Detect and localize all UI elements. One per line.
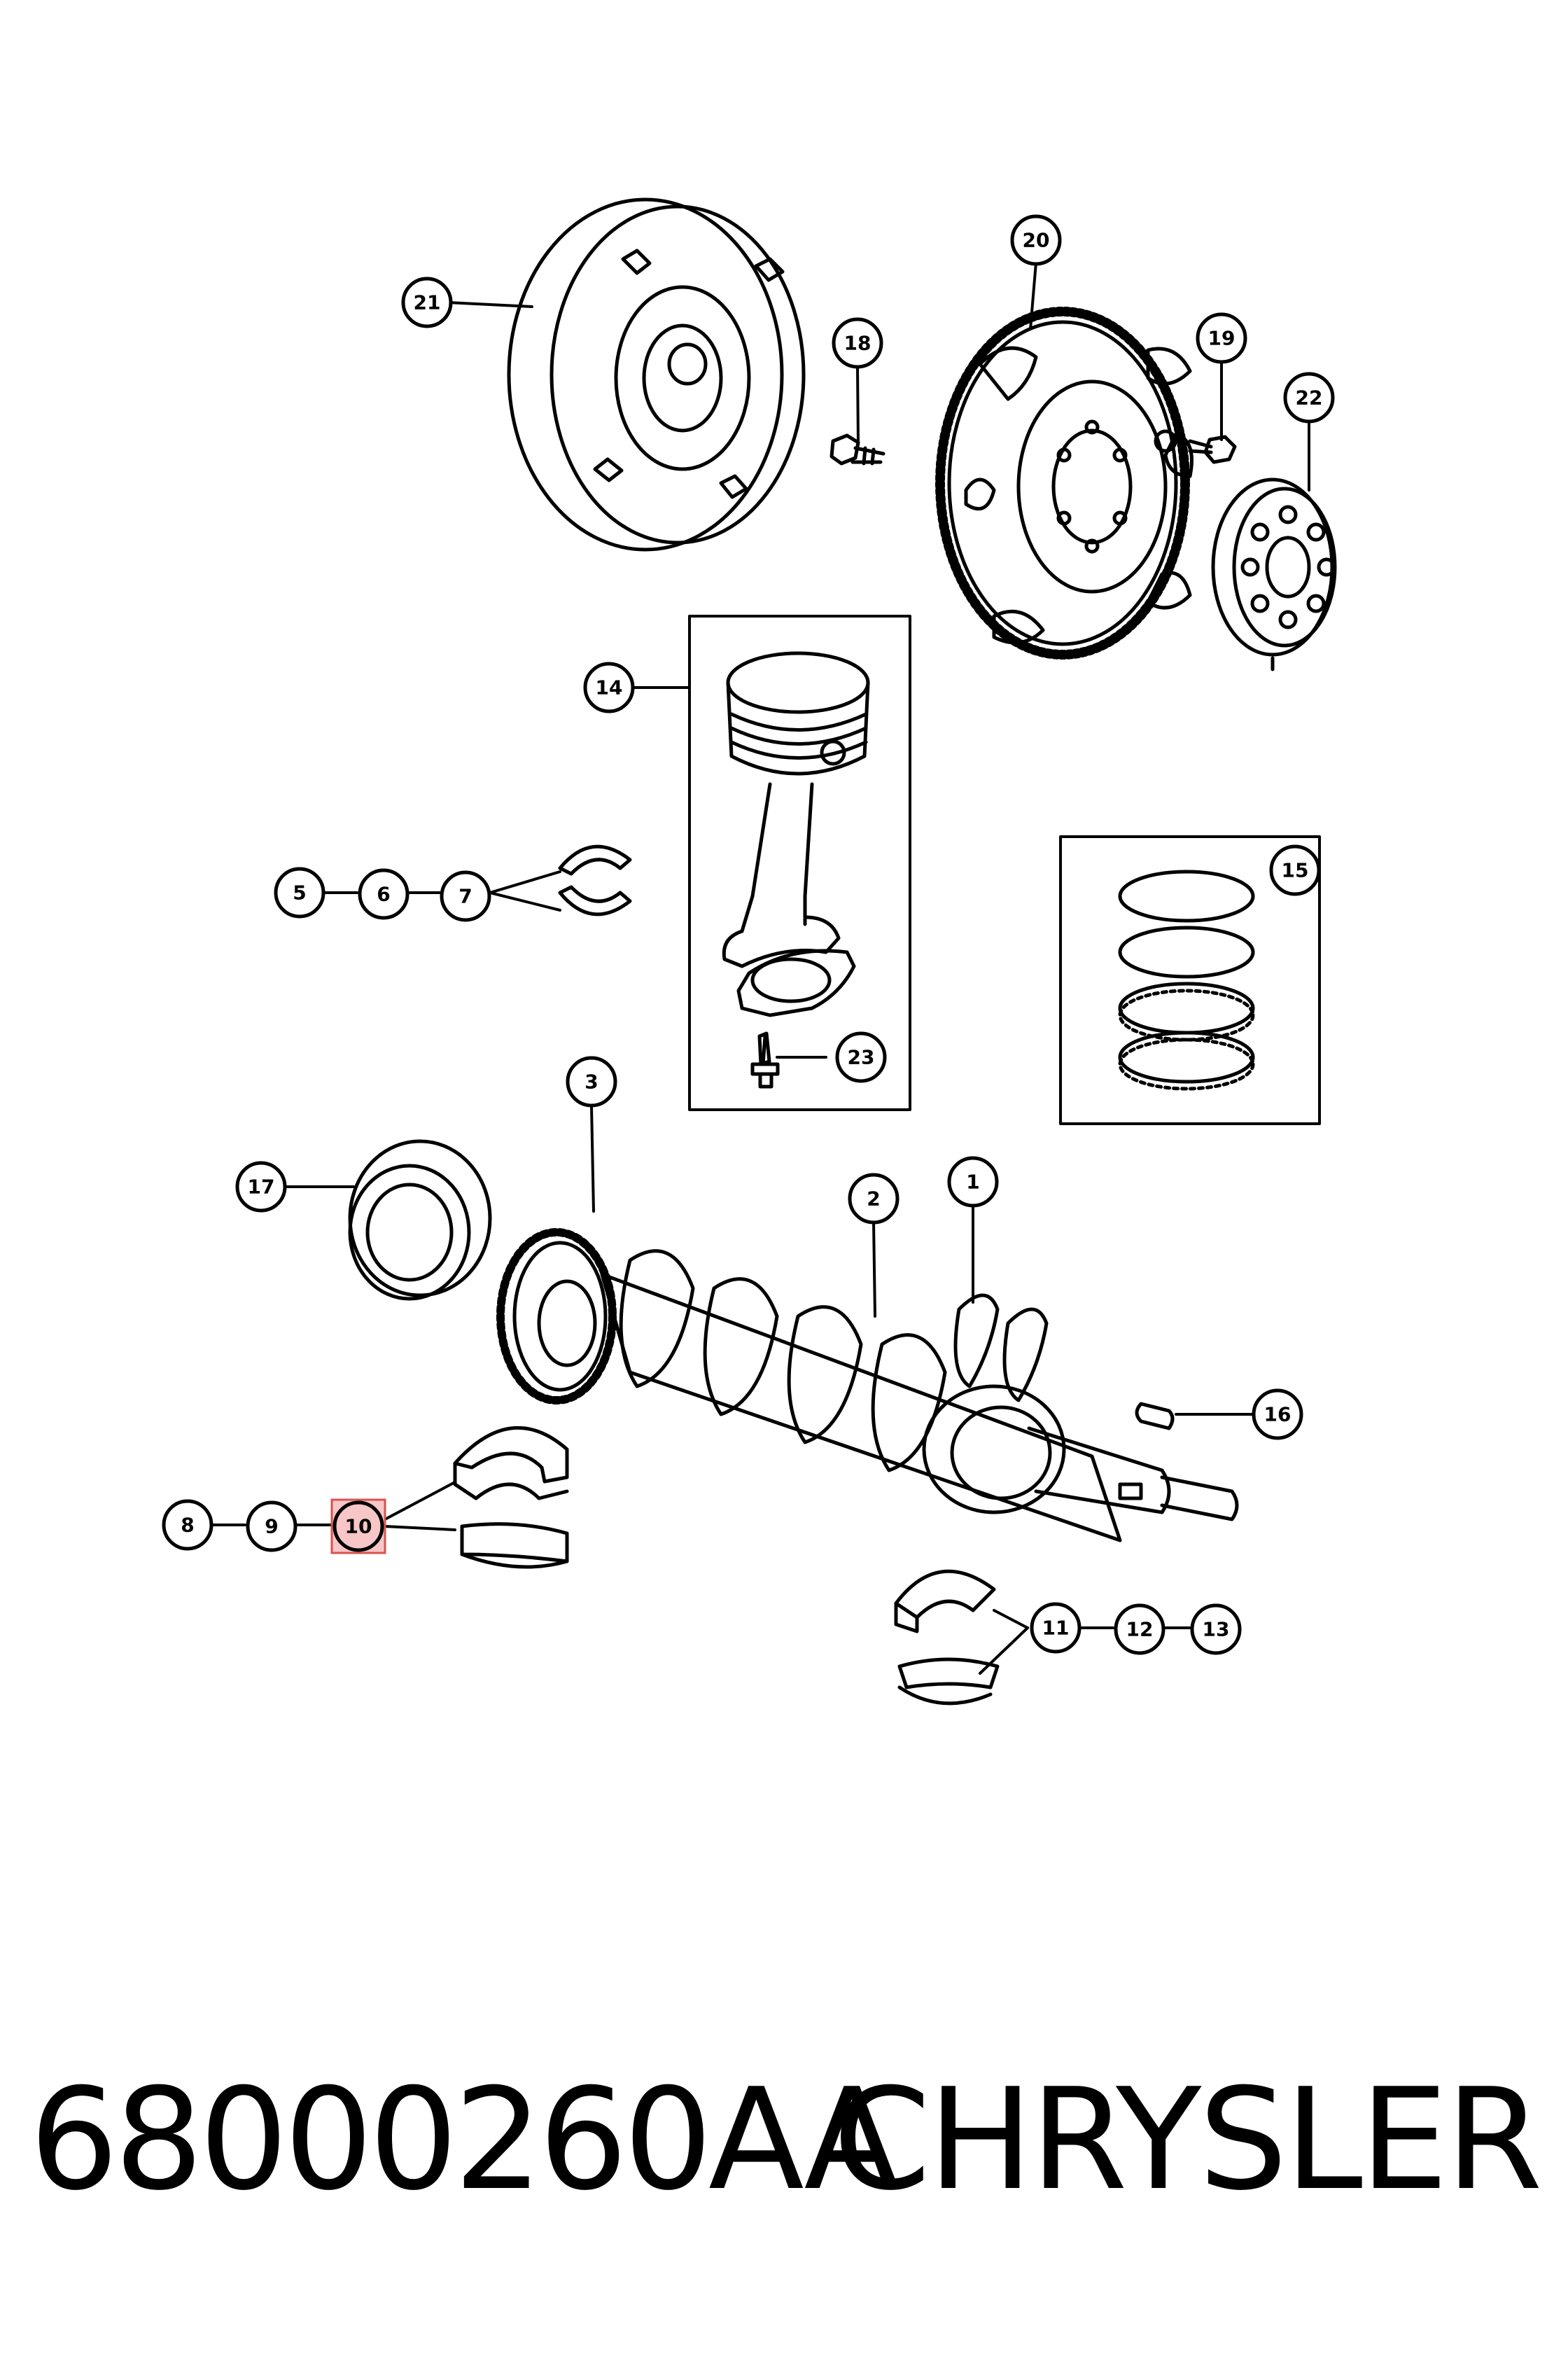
callout-15-label: 15 [1282, 859, 1309, 882]
rod-bearing-shells [558, 844, 632, 916]
brand-name: CHRYSLER [832, 2058, 1543, 2222]
callout-12-label: 12 [1126, 1618, 1154, 1641]
crankshaft [496, 1228, 1239, 1542]
main-bearing-shells [453, 1426, 569, 1569]
spacer-plate [1211, 478, 1337, 671]
leader-lines [207, 261, 1310, 1675]
callout-22[interactable]: 22 [1283, 372, 1335, 424]
callout-1[interactable]: 1 [947, 1156, 999, 1208]
callout-8[interactable]: 8 [162, 1499, 214, 1551]
rear-main-seal [348, 1139, 492, 1301]
callout-21[interactable]: 21 [401, 277, 453, 328]
flexplate [935, 307, 1194, 660]
torque-converter [507, 197, 806, 552]
callout-6-label: 6 [377, 883, 390, 906]
piston-rings [1059, 835, 1321, 1125]
callout-11[interactable]: 11 [1030, 1602, 1082, 1654]
callout-23-label: 23 [848, 1046, 875, 1069]
crank-key [1135, 1402, 1175, 1430]
callout-6[interactable]: 6 [358, 868, 410, 920]
part-number: 68000260AA [29, 2058, 899, 2222]
callout-18-label: 18 [844, 332, 872, 355]
callout-17[interactable]: 17 [235, 1161, 287, 1213]
callout-11-label: 11 [1042, 1617, 1070, 1640]
callout-18[interactable]: 18 [832, 317, 883, 369]
callout-7[interactable]: 7 [440, 870, 491, 922]
callout-2-label: 2 [867, 1187, 880, 1211]
callout-14-label: 14 [596, 676, 623, 699]
callout-23[interactable]: 23 [835, 1031, 887, 1083]
callout-10-highlighted[interactable]: 10 [330, 1498, 386, 1554]
callout-17-label: 17 [248, 1176, 275, 1199]
callout-3[interactable]: 3 [566, 1056, 617, 1108]
callout-19-label: 19 [1208, 327, 1236, 350]
callout-19[interactable]: 19 [1196, 312, 1247, 364]
callout-22-label: 22 [1296, 386, 1323, 410]
callout-20[interactable]: 20 [1010, 214, 1062, 266]
footer-caption: 68000260AA CHRYSLER [0, 2058, 1568, 2240]
callout-12[interactable]: 12 [1114, 1603, 1166, 1655]
callout-1-label: 1 [966, 1171, 979, 1194]
thrust-bearing-shells [894, 1569, 1000, 1706]
bolt-19 [1188, 435, 1237, 464]
callout-16[interactable]: 16 [1252, 1388, 1303, 1440]
callout-10-label: 10 [345, 1515, 372, 1538]
piston-assembly [688, 615, 911, 1111]
callout-8-label: 8 [181, 1514, 194, 1537]
callout-9-label: 9 [265, 1515, 278, 1538]
callout-3-label: 3 [584, 1071, 598, 1094]
callout-2[interactable]: 2 [848, 1173, 899, 1225]
callout-7-label: 7 [458, 885, 472, 908]
callout-16-label: 16 [1264, 1403, 1292, 1426]
callout-bubbles: 21 18 20 19 22 14 15 5 6 7 23 3 17 2 1 1… [162, 214, 1335, 1655]
callout-9[interactable]: 9 [246, 1500, 298, 1552]
callout-13[interactable]: 13 [1190, 1603, 1242, 1655]
callout-13-label: 13 [1203, 1618, 1230, 1641]
callout-5[interactable]: 5 [274, 867, 326, 919]
callout-5-label: 5 [293, 881, 306, 905]
callout-20-label: 20 [1023, 229, 1050, 252]
callout-14[interactable]: 14 [583, 662, 635, 713]
bolt-18 [830, 433, 886, 466]
callout-15[interactable]: 15 [1269, 844, 1321, 896]
callout-21-label: 21 [414, 291, 441, 314]
